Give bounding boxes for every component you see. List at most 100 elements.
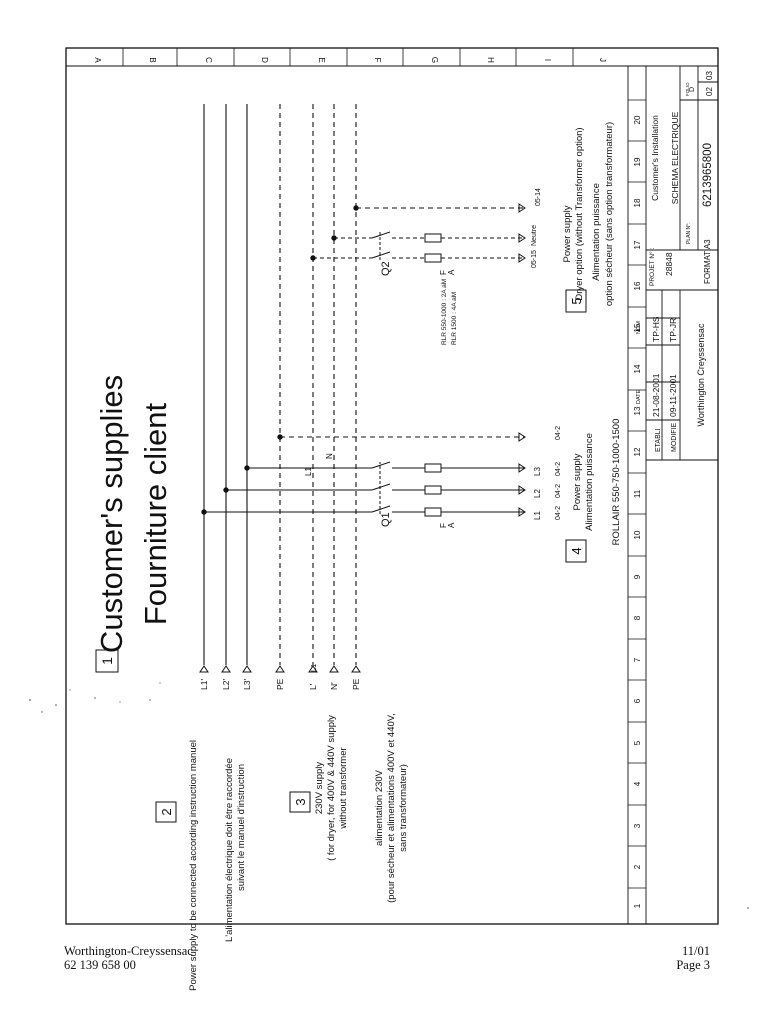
q2-arrows: [518, 203, 526, 263]
note-4: 4 Power supply Alimentation puissance RO…: [565, 419, 622, 563]
note-3-fr-2: (pour sécheur et alimentations 400V et 4…: [386, 713, 397, 903]
column-number-13: 13: [633, 406, 642, 415]
q2-label: Q2: [380, 261, 392, 276]
tb-folio-header: FOLIO: [685, 82, 690, 96]
tb-date-2: 09-11-2001: [668, 374, 678, 417]
scan-noise: [29, 682, 749, 909]
terminal-l1b-tag: L1: [309, 664, 318, 672]
row-letter-g: G: [430, 57, 439, 63]
column-number-17: 17: [633, 240, 642, 249]
row-letter-f: F: [373, 58, 382, 63]
tb-folio-1: 02: [705, 87, 714, 96]
drawing-frame: [65, 47, 719, 925]
column-number-4: 4: [633, 781, 642, 786]
fa-label-2: F: [439, 270, 448, 275]
row-letter-h: H: [486, 57, 495, 63]
note-5-line-3: Alimentation puissance: [591, 183, 602, 281]
q1-arrows: [518, 432, 526, 517]
title-line-2: Fourniture client: [138, 402, 173, 625]
note-3-en-1: 230V supply: [314, 762, 325, 815]
note-3-number: 3: [293, 798, 308, 805]
q1-l1-label: L1: [304, 467, 313, 476]
footer-date: 11/01: [681, 944, 710, 958]
row-letter-a: A: [93, 57, 102, 63]
q1-n-label: N: [325, 453, 334, 459]
q1-label: Q1: [380, 512, 392, 527]
note-3-en-2: ( for dryer, for 400V & 440V supply: [326, 715, 337, 861]
column-number-16: 16: [633, 281, 642, 290]
fuse-note-2: RLR 1500 : 4A aM: [451, 292, 458, 345]
note-2-fr-1: L'alimentation électrique doit être racc…: [224, 758, 235, 942]
terminal-l1b: L': [308, 683, 318, 690]
note-3: 3 230V supply ( for dryer, for 400V & 44…: [289, 713, 409, 903]
note-3-fr-3: sans transformateur): [398, 764, 409, 852]
q1-out-l2: L2: [533, 489, 542, 498]
footer-page: Page 3: [676, 958, 710, 972]
tb-nom-2: TP-JR: [668, 318, 678, 342]
fa-label-1b: A: [447, 522, 456, 528]
fuse-note-1: RLR 550-1000 : 2A aM: [441, 279, 448, 345]
row-letter-e: E: [317, 57, 326, 62]
tb-plan: 6213965800: [702, 143, 714, 207]
tb-desc-1: Customer's Installation: [650, 115, 660, 201]
terminal-n: N': [329, 682, 339, 690]
note-1-number: 1: [99, 657, 115, 665]
note-5-line-1: Power supply: [562, 205, 573, 262]
q1-out-l1: L1: [533, 511, 542, 520]
tb-projet: 28848: [664, 252, 674, 276]
note-2-number: 2: [159, 808, 174, 815]
note-3-en-3: without transformer: [338, 747, 349, 829]
row-letter-j: J: [598, 58, 607, 62]
terminal-l3: L3': [242, 679, 252, 690]
column-number-14: 14: [633, 364, 642, 373]
tb-etabli: ETABLI: [655, 428, 662, 452]
ref-05-14: 05-14: [535, 188, 542, 206]
q1-switch-fuses: [201, 434, 525, 517]
neutre-label: Neutre: [531, 225, 538, 246]
column-number-6: 6: [633, 698, 642, 703]
note-5-line-4: option sécheur (sans option transformate…: [604, 122, 615, 306]
footer-company: Worthington-Creyssensac: [64, 944, 193, 958]
column-number-18: 18: [633, 198, 642, 207]
column-number-8: 8: [633, 615, 642, 620]
footer-right: 11/01 Page 3: [676, 944, 710, 972]
terminal-l1: L1': [199, 679, 209, 690]
tb-nom-header: NOM: [636, 321, 642, 334]
note-2: 2 Power supply to be connected according…: [155, 740, 247, 991]
title-block-text: ETABLI MODIFIE DATE NOM 21-08-2001 09-11…: [636, 71, 714, 452]
q2-labels: Q2 F A Neutre 05-15 05-14 RLR 550-1000 :…: [380, 188, 542, 345]
note-5: 5 Power supply Dryer option (without Tra…: [562, 122, 615, 313]
ref-04-2-d: 04-2: [555, 426, 562, 440]
terminal-pe-1: PE: [275, 678, 285, 690]
terminal-pe-2: PE: [351, 678, 361, 690]
tb-folio-d: D: [689, 87, 696, 92]
note-4-line-3: ROLLAIR 550-750-1000-1500: [611, 419, 622, 546]
ref-04-2-c: 04-2: [555, 462, 562, 476]
row-letters: A B C D E F G H I J: [93, 57, 607, 63]
column-number-1: 1: [633, 903, 642, 908]
note-2-fr-2: suivant le manuel d'instruction: [236, 764, 247, 891]
terminal-arrows: [199, 665, 361, 673]
note-4-number: 4: [569, 547, 584, 554]
row-letter-band: [122, 48, 574, 66]
footer-doc-number: 62 139 658 00: [64, 958, 136, 972]
row-letter-i: I: [543, 59, 552, 61]
column-number-3: 3: [633, 823, 642, 828]
note-3-fr-1: alimentation 230V: [374, 769, 385, 846]
tb-date-1: 21-08-2001: [651, 373, 661, 417]
column-number-19: 19: [633, 157, 642, 166]
fa-label-1: F: [439, 523, 448, 528]
note-2-en: Power supply to be connected according i…: [188, 740, 199, 991]
ref-04-2-a: 04-2: [555, 506, 562, 520]
column-number-2: 2: [633, 864, 642, 869]
note-4-line-1: Power supply: [572, 453, 583, 510]
note-5-line-2: Dryer option (without Transformer option…: [574, 127, 585, 300]
note-5-number: 5: [569, 297, 584, 304]
tb-nom-1: TP-HS: [651, 316, 661, 342]
fa-label-2b: A: [447, 269, 456, 275]
column-number-9: 9: [633, 574, 642, 579]
column-number-20: 20: [633, 115, 642, 124]
column-number-10: 10: [633, 530, 642, 539]
tb-desc-2: SCHEMA ELECTRIQUE: [670, 111, 680, 204]
